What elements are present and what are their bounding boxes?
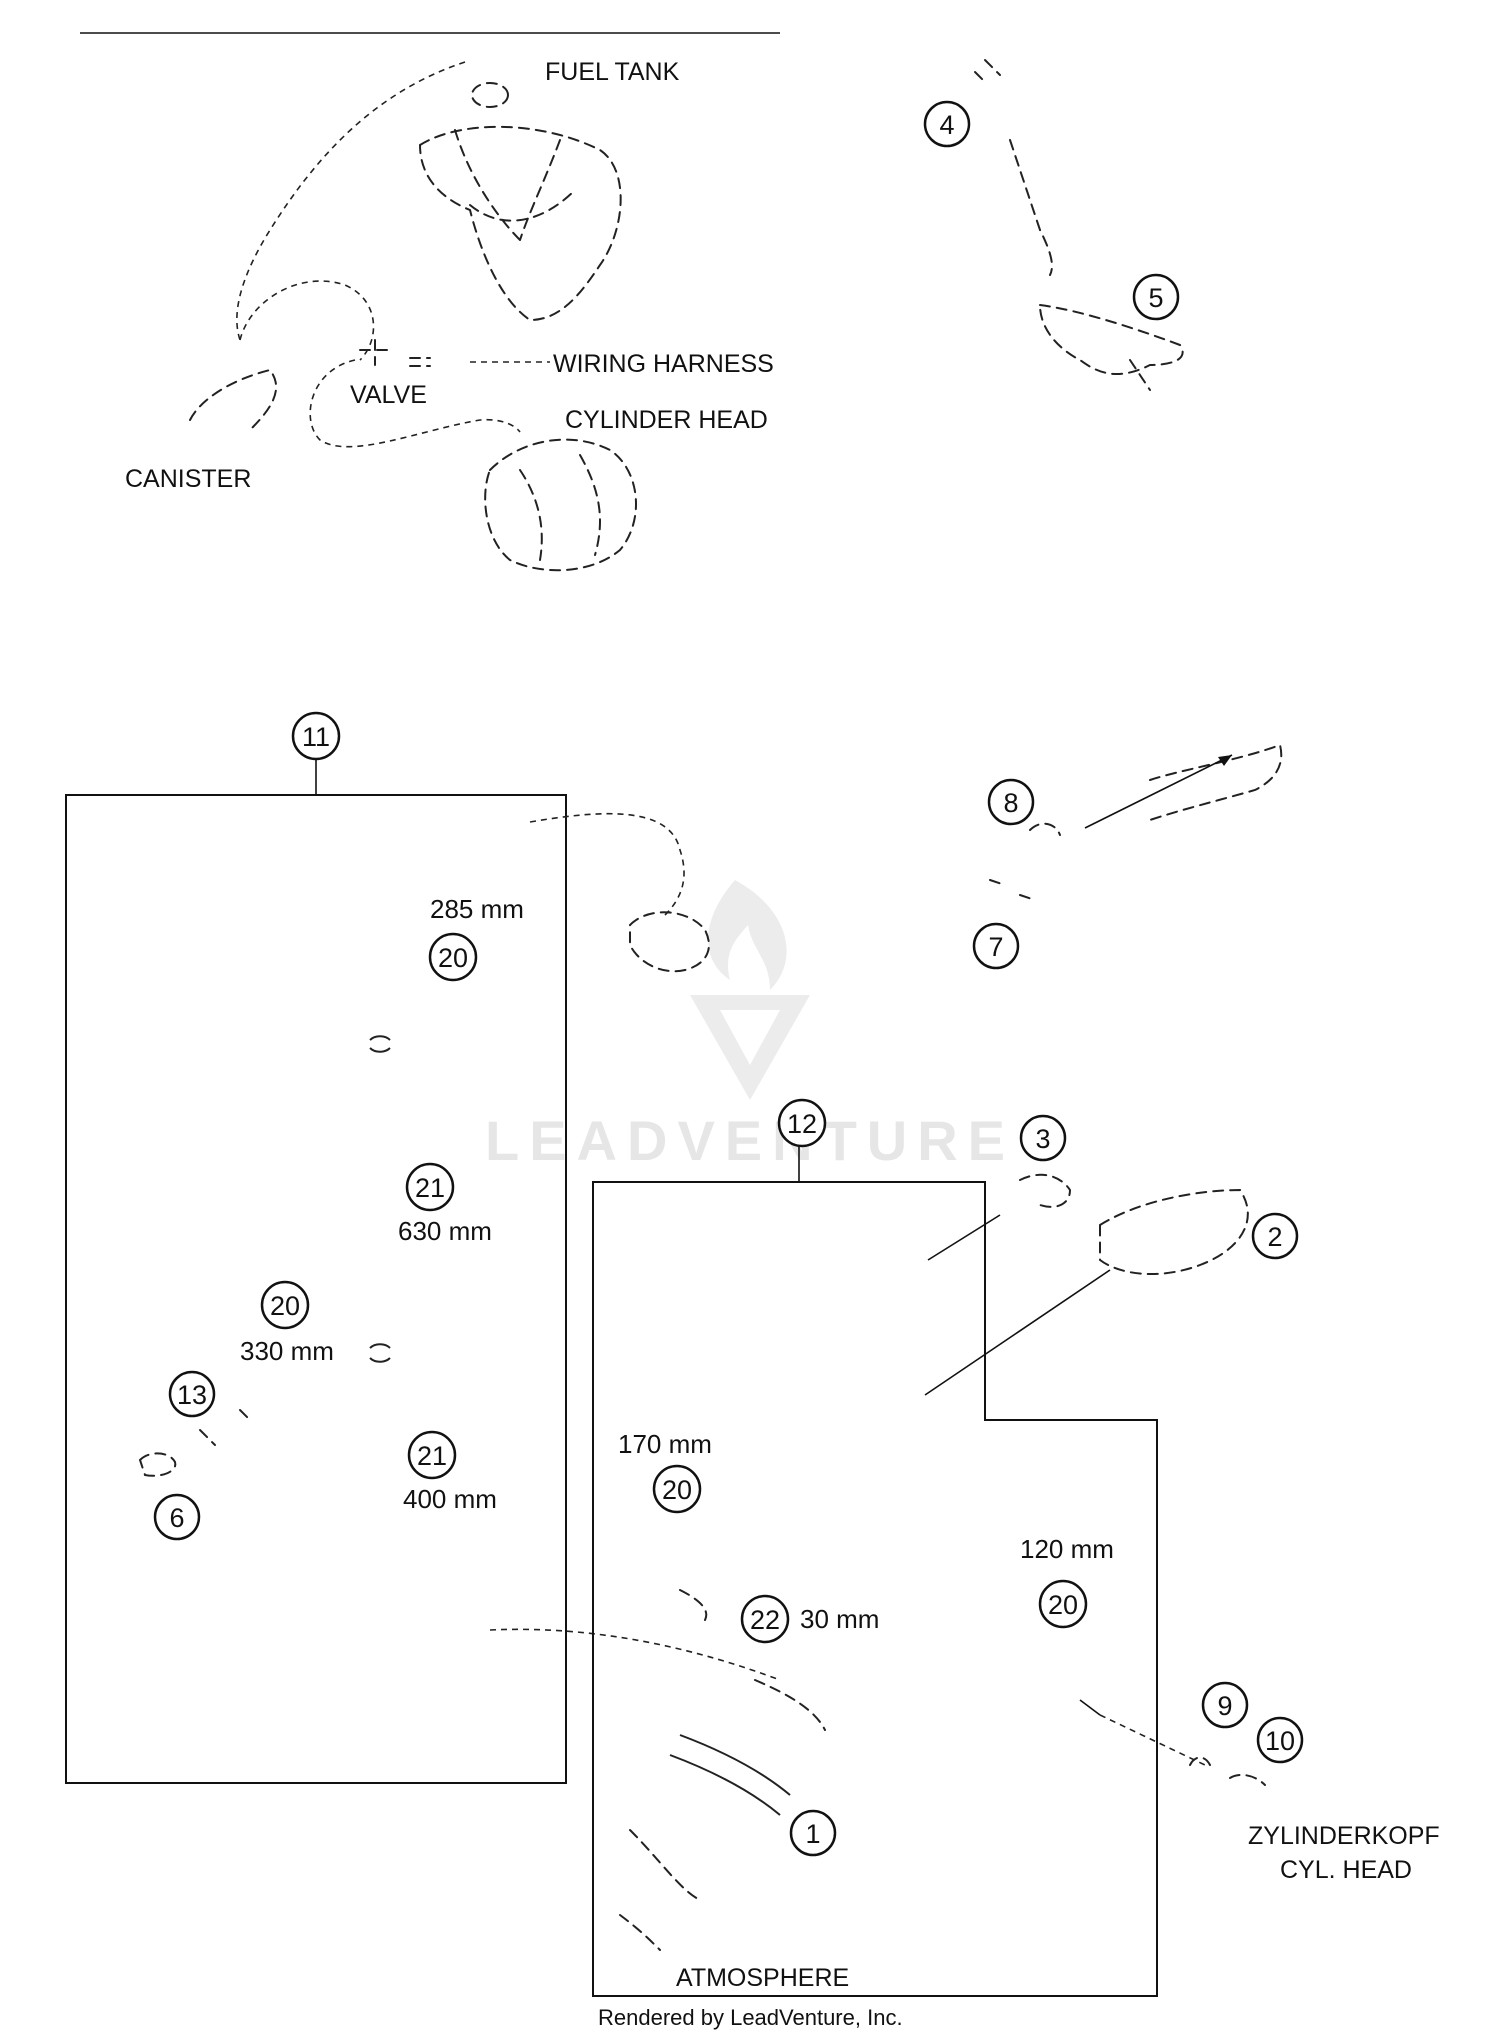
fitting-2-drawing <box>369 1343 391 1363</box>
callout-4: 4 <box>923 100 971 148</box>
atmosphere-label: ATMOSPHERE <box>676 1964 849 1992</box>
hose-to-atmosphere-line <box>489 1628 781 1681</box>
clamp-20a-drawing <box>629 911 710 973</box>
hose-285-line <box>529 812 685 916</box>
hose-22-drawing <box>679 1589 826 1731</box>
svg-text:20: 20 <box>270 1291 300 1321</box>
kit-11-frame <box>65 794 567 1784</box>
svg-text:5: 5 <box>1148 283 1163 313</box>
callout-12: 12 <box>777 1098 827 1148</box>
callout-9: 9 <box>1201 1681 1249 1729</box>
svg-text:1: 1 <box>805 1819 820 1849</box>
callout-21-630mm: 21 <box>405 1162 455 1212</box>
callout-20-285mm: 20 <box>428 932 478 982</box>
svg-text:8: 8 <box>1003 788 1018 818</box>
svg-text:2: 2 <box>1267 1222 1282 1252</box>
callout-10: 10 <box>1256 1716 1304 1764</box>
part-8-arrow-line <box>1084 754 1233 829</box>
zylinderkopf-label: ZYLINDERKOPF <box>1248 1822 1440 1850</box>
callout-20-120mm: 20 <box>1038 1579 1088 1629</box>
arrow-head-icon <box>1218 755 1232 766</box>
cylinder-head-fins <box>519 454 601 561</box>
cylinder-head-label: CYLINDER HEAD <box>565 406 768 434</box>
fuel-tank-label: FUEL TANK <box>545 58 680 86</box>
callout-1: 1 <box>789 1809 837 1857</box>
fuel-tank-detail <box>454 129 576 241</box>
part-4-drawing <box>1009 139 1053 276</box>
hose-length-170: 170 mm <box>618 1429 712 1459</box>
callout-3: 3 <box>1019 1114 1067 1162</box>
part-3-drawing <box>1019 1173 1072 1208</box>
hose-length-120: 120 mm <box>1020 1534 1114 1564</box>
callout-11: 11 <box>291 711 341 761</box>
vent-hose-line <box>236 61 466 341</box>
part-2-drawing <box>1099 1188 1249 1275</box>
svg-text:4: 4 <box>939 110 954 140</box>
part-4-tip <box>974 59 1001 83</box>
part-5-detail <box>1129 359 1151 391</box>
part-9-10-drawing <box>1189 1756 1266 1786</box>
canister-drawing <box>189 368 277 431</box>
hose-length-30: 30 mm <box>800 1604 879 1634</box>
hose-length-285: 285 mm <box>430 894 524 924</box>
callout-21-400mm: 21 <box>407 1430 457 1480</box>
fuel-cap-drawing <box>471 82 509 108</box>
cyl-head-label: CYL. HEAD <box>1280 1856 1412 1884</box>
svg-text:7: 7 <box>988 932 1003 962</box>
hose-length-400: 400 mm <box>403 1484 497 1514</box>
callout-2: 2 <box>1251 1212 1299 1260</box>
wiring-harness-label: WIRING HARNESS <box>553 350 774 378</box>
svg-text:20: 20 <box>1048 1590 1078 1620</box>
canister-label: CANISTER <box>125 465 251 493</box>
valve-label: VALVE <box>350 381 427 409</box>
part-6-13-drawing <box>138 1409 251 1477</box>
svg-text:22: 22 <box>750 1605 780 1635</box>
hose-length-330: 330 mm <box>240 1336 334 1366</box>
cylinder-head-drawing <box>484 438 637 572</box>
part-9-stub <box>1079 1699 1101 1716</box>
part-9-leader <box>1099 1714 1206 1766</box>
kit-12-frame <box>592 1181 1158 1997</box>
callout-13: 13 <box>168 1370 216 1418</box>
svg-text:21: 21 <box>415 1173 445 1203</box>
hose-length-630: 630 mm <box>398 1216 492 1246</box>
svg-text:12: 12 <box>787 1109 817 1139</box>
callout-20-170mm: 20 <box>652 1464 702 1514</box>
callout-5: 5 <box>1132 273 1180 321</box>
svg-text:20: 20 <box>438 943 468 973</box>
callout-7: 7 <box>972 922 1020 970</box>
svg-text:11: 11 <box>302 722 330 752</box>
watermark: LEADVENTURE <box>485 880 1015 1172</box>
fuel-tank-drawing <box>418 125 622 322</box>
svg-text:13: 13 <box>177 1380 207 1410</box>
parts-4-5-illustration <box>974 59 1184 391</box>
svg-text:9: 9 <box>1217 1691 1232 1721</box>
svg-text:20: 20 <box>662 1475 692 1505</box>
part-5-drawing <box>1038 303 1184 376</box>
hose-lower-drawing <box>619 1829 701 1951</box>
credit-text: Rendered by LeadVenture, Inc. <box>598 2005 903 2030</box>
watermark-flame-icon <box>708 880 787 990</box>
valve-drawing <box>359 339 431 367</box>
part-8-drawing <box>1149 743 1283 821</box>
fitting-drawing <box>369 1035 391 1053</box>
part-2-leader <box>924 1269 1111 1396</box>
watermark-text: LEADVENTURE <box>485 1109 1015 1172</box>
canister-hose-line <box>239 280 375 361</box>
svg-text:3: 3 <box>1035 1124 1050 1154</box>
watermark-v-icon <box>690 995 810 1100</box>
part-3-leader <box>927 1214 1001 1261</box>
svg-text:21: 21 <box>417 1441 447 1471</box>
callout-8: 8 <box>987 778 1035 826</box>
svg-text:10: 10 <box>1265 1726 1295 1756</box>
callout-20-330mm: 20 <box>260 1280 310 1330</box>
overview-illustration: FUEL TANK WIRING HARNESS VALVE CYLINDER … <box>125 58 774 572</box>
part-7-drawing <box>989 822 1061 901</box>
callout-6: 6 <box>153 1493 201 1541</box>
hose-1-drawing <box>669 1734 791 1816</box>
callout-22-30mm: 22 <box>740 1594 790 1644</box>
svg-text:6: 6 <box>169 1503 184 1533</box>
